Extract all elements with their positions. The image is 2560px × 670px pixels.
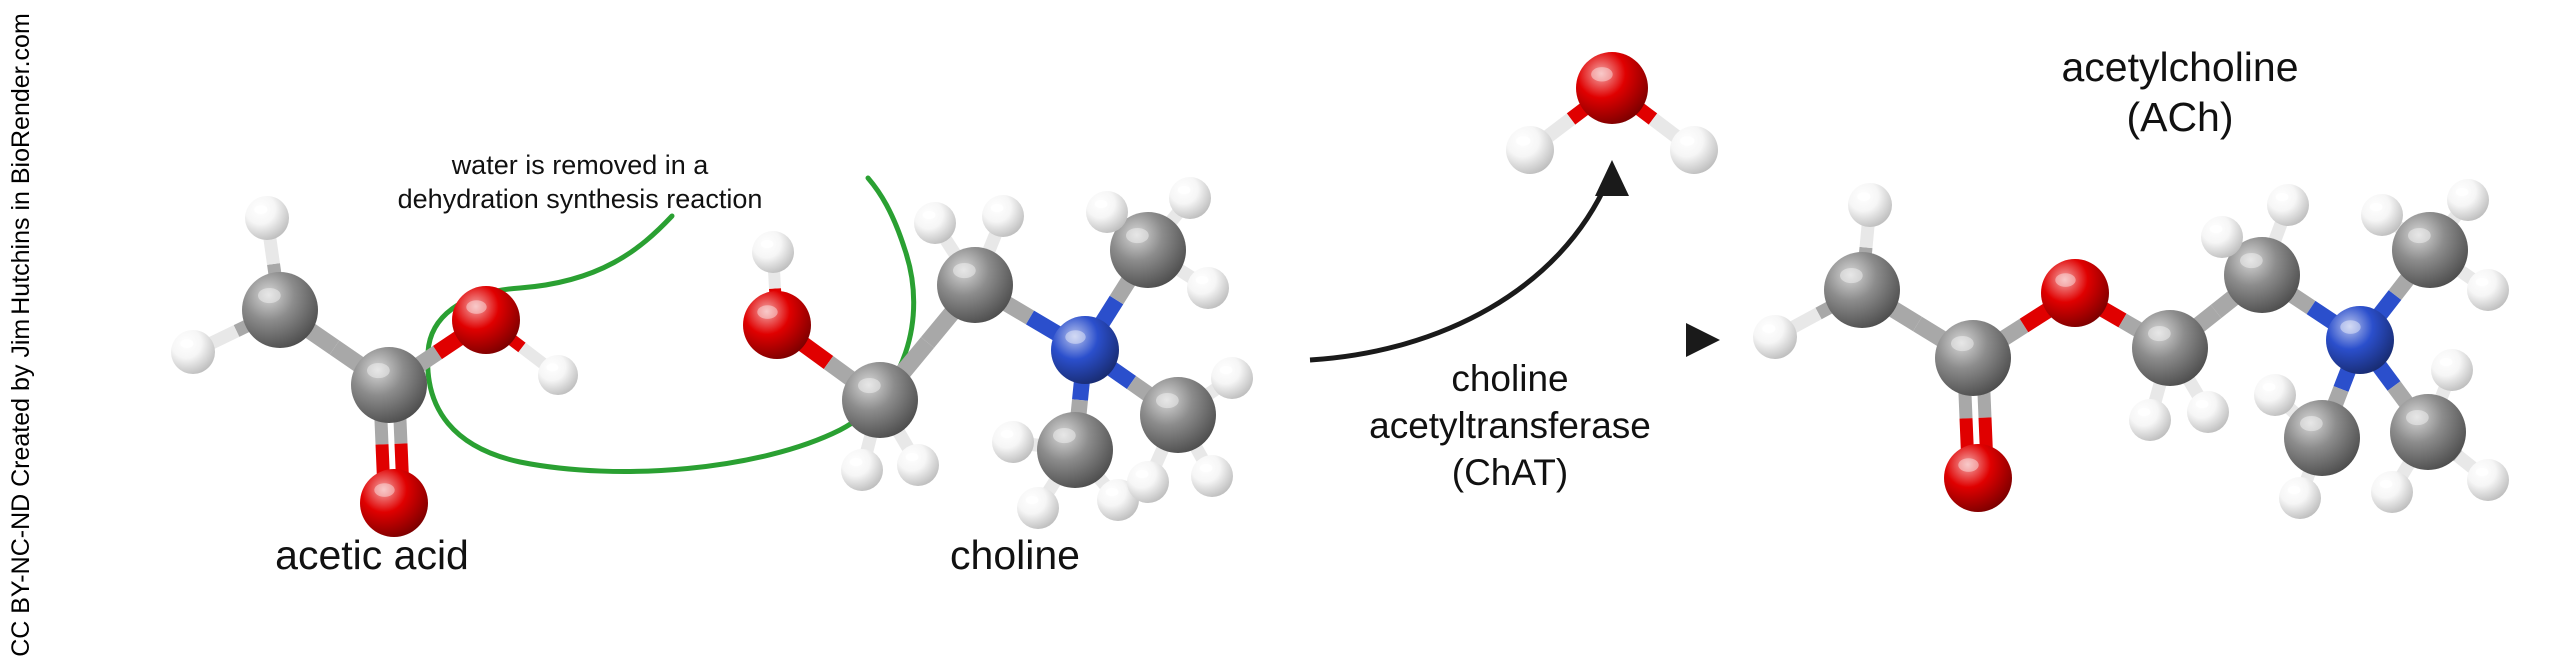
dehydration-annotation: water is removed in a dehydration synthe…	[320, 148, 840, 216]
label-choline: choline	[815, 530, 1215, 580]
label-acetylcholine: acetylcholine (ACh)	[1940, 42, 2420, 142]
dehydration-annotation-line-1: water is removed in a	[451, 150, 709, 180]
label-acetylcholine-line-1: acetylcholine	[2061, 44, 2299, 90]
water-release-arrow-head	[1595, 160, 1629, 196]
dehydration-annotation-line-2: dehydration synthesis reaction	[397, 184, 763, 214]
label-acetic-acid-text: acetic acid	[275, 532, 469, 578]
reaction-arrow-head	[1686, 323, 1720, 357]
water-release-arrow	[1309, 178, 1611, 363]
enzyme-label: choline acetyltransferase (ChAT)	[1280, 355, 1740, 496]
enzyme-label-line-2: acetyltransferase	[1369, 405, 1651, 446]
enzyme-label-line-1: choline	[1451, 358, 1569, 399]
label-choline-text: choline	[950, 532, 1080, 578]
label-acetylcholine-line-2: (ACh)	[2126, 94, 2234, 140]
label-acetic-acid: acetic acid	[172, 530, 572, 580]
enzyme-label-line-3: (ChAT)	[1451, 452, 1569, 493]
